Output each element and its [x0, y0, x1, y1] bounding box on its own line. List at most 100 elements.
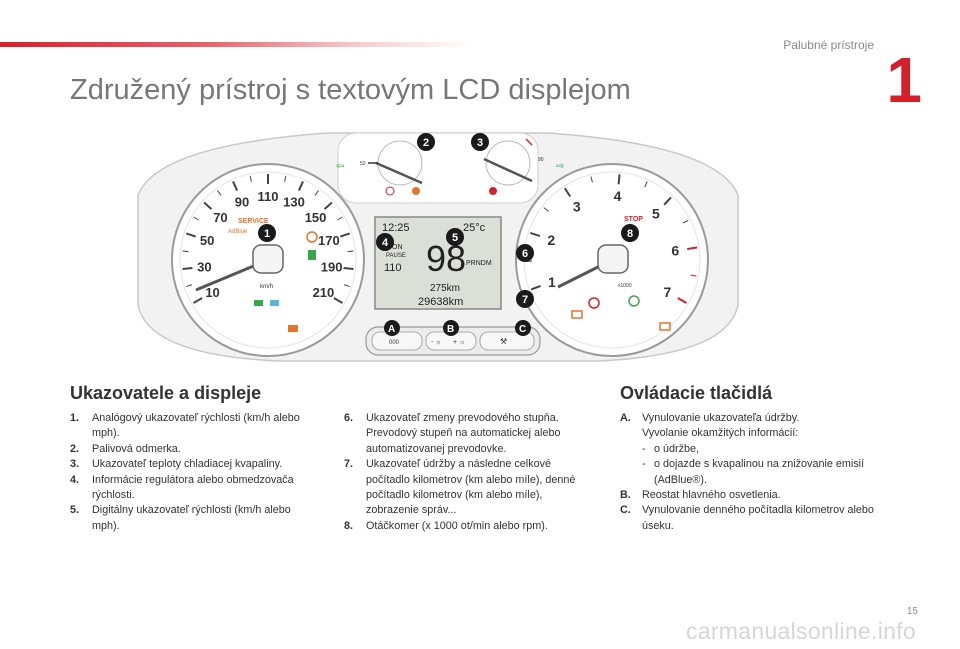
list-item: 7.Ukazovateľ údržby a následne celkové p… [344, 458, 576, 517]
speed-label: 90 [235, 195, 249, 210]
callout-6 [516, 244, 534, 262]
chapter-number: 1 [886, 44, 922, 116]
stop-start-icon [628, 295, 640, 307]
speed-label: 110 [258, 189, 279, 204]
wrench-icon: ⚒ [500, 337, 507, 346]
service-indicator: SERVICE [238, 218, 269, 225]
brake-warning-icon [588, 297, 600, 309]
callout-1 [258, 224, 276, 242]
controls-list: A. Vynulovanie ukazovateľa údržby. Vyvol… [620, 411, 890, 534]
rpm-label: 6 [671, 243, 679, 259]
list-item: 4.Informácie regulátora alebo obmedzovač… [70, 473, 294, 502]
speed-tick [343, 284, 350, 288]
tyre-pressure-icon [306, 231, 318, 243]
speed-tick [337, 216, 343, 221]
fuel-reserve-icon [412, 187, 420, 195]
list-item: 2.Palivová odmerka. [70, 442, 181, 455]
list-item: B.Reostat hlavného osvetlenia. [620, 489, 781, 502]
indicators-list-continued: 6.Ukazovateľ zmeny prevodového stupňa. P… [344, 411, 594, 534]
lcd-display: 12:25 25°c ON PAUSE 110 98 PRNDM 275km 2… [374, 216, 502, 310]
speed-label: 170 [318, 233, 340, 248]
callout-7-label: 7 [522, 294, 528, 306]
lcd-gear-indicator: PRNDM [466, 260, 492, 267]
rpm-tick [677, 297, 687, 304]
speed-tick [297, 181, 304, 191]
battery-icon [571, 310, 583, 319]
list-item: 6.Ukazovateľ zmeny prevodového stupňa. P… [344, 412, 561, 455]
callout-1-label: 1 [264, 228, 270, 240]
callout-3-label: 3 [477, 137, 483, 149]
callout-8 [621, 224, 639, 242]
speed-tick [347, 250, 354, 253]
callout-a-label: A [388, 324, 395, 335]
callout-5-label: 5 [452, 232, 458, 244]
button-c[interactable] [479, 331, 535, 351]
speed-tick [203, 201, 213, 210]
engine-warning-icon [659, 322, 671, 331]
rpm-hub [597, 244, 629, 274]
rpm-tick [530, 231, 541, 238]
lcd-regulator-mode: ON [392, 244, 403, 251]
callout-4-label: 4 [382, 237, 389, 249]
rpm-label: 5 [652, 205, 660, 221]
callout-c [515, 320, 531, 336]
lcd-trip-odometer: 275km [430, 283, 460, 294]
lcd-limiter-status: PAUSE [386, 253, 406, 259]
speed-label: 10 [205, 285, 219, 300]
speed-tick [333, 297, 343, 304]
speed-tick [339, 232, 351, 238]
speed-tick [182, 266, 193, 270]
list-item: C.Vynulovanie denného počítadla kilometr… [620, 504, 874, 532]
watermark: carmanualsonline.info [685, 618, 916, 644]
stop-warning: STOP [624, 216, 643, 223]
temp-warning-icon [489, 187, 497, 195]
page-title: Združený prístroj s textovým LCD displej… [70, 74, 631, 106]
lcd-set-speed: 110 [384, 262, 402, 274]
button-b-dim-symbol: - ☼ [431, 339, 442, 346]
callout-2 [417, 133, 435, 151]
speed-hub [252, 244, 284, 274]
rpm-label: 1 [548, 274, 556, 290]
callout-c-label: C [519, 324, 526, 335]
speed-unit: km/h [260, 284, 273, 290]
rpm-tick [563, 187, 572, 198]
rpm-label: 4 [614, 188, 622, 204]
speed-tick [193, 216, 199, 221]
fuel-low-marker [385, 186, 395, 196]
callout-b-label: B [447, 324, 454, 335]
callout-5 [446, 228, 464, 246]
speed-label: 30 [197, 260, 211, 275]
adblue-indicator: AdBlue [228, 229, 248, 235]
list-item: 8.Otáčkomer (x 1000 ot/min alebo rpm). [344, 519, 548, 532]
temperature-mark: 90 [538, 157, 544, 163]
speed-label: 190 [321, 260, 343, 275]
section-title: Palubné prístroje [783, 38, 874, 52]
speed-tick [232, 181, 239, 191]
speed-tick [182, 250, 189, 253]
callout-7 [516, 290, 534, 308]
speed-tick [186, 284, 193, 288]
callout-3 [471, 133, 489, 151]
rpm-tick [644, 181, 648, 188]
temperature-gauge: 90 ⇨ [483, 138, 564, 195]
speed-tick [217, 190, 222, 196]
rpm-label: 3 [573, 199, 581, 215]
fuel-warning-icon [308, 250, 316, 260]
turn-left-icon: ⇦ [336, 161, 344, 172]
button-b-bright-symbol: + ☼ [453, 339, 465, 346]
speed-tick [284, 175, 287, 182]
rpm-tick [590, 176, 593, 183]
speed-tick [314, 190, 319, 196]
speed-tick [249, 175, 252, 182]
turn-right-icon: ⇨ [556, 161, 564, 172]
speed-tick [323, 201, 333, 210]
rpm-tick [690, 274, 697, 277]
speed-label: 150 [305, 210, 327, 225]
control-buttons-panel: 000 - ☼ + ☼ ⚒ A B C [365, 320, 541, 356]
header-accent-bar [0, 42, 470, 47]
speed-label: 130 [283, 195, 305, 210]
speed-label: 50 [200, 233, 214, 248]
